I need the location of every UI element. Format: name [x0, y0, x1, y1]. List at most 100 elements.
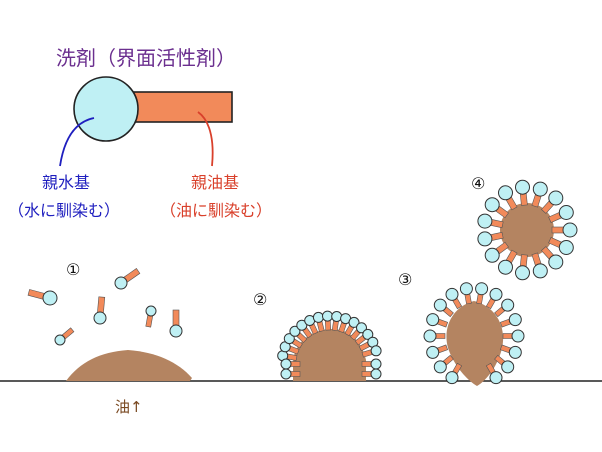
molecule-head [42, 290, 58, 306]
lifting-molecule [459, 282, 473, 305]
molecule-head [433, 360, 447, 374]
dome-molecule [350, 322, 367, 341]
lifting-molecule [433, 298, 454, 318]
molecule-head [169, 324, 183, 338]
dome-molecule [279, 341, 300, 355]
molecule-head [280, 368, 292, 380]
molecule-head [54, 334, 66, 346]
dome-molecule [361, 358, 382, 370]
free-molecule [93, 296, 107, 325]
molecule-head [348, 316, 360, 328]
hydrophilic-label: 親水基 [42, 173, 91, 192]
molecule-tail [551, 226, 565, 234]
molecule-head [532, 263, 548, 279]
molecule-tail [97, 296, 106, 314]
molecule-head [477, 231, 493, 247]
molecule-head [562, 222, 578, 238]
dome-molecule [280, 358, 301, 370]
micelle-molecule [484, 241, 509, 263]
lifting-molecule [426, 313, 449, 328]
lifting-molecule [445, 287, 463, 310]
molecule-head [508, 313, 522, 327]
micelle-molecule [548, 205, 574, 223]
molecule-head [114, 276, 128, 290]
lifting-molecule [423, 329, 446, 343]
molecule-head [322, 310, 333, 322]
micelle-molecule [531, 252, 548, 279]
dome-molecule [283, 333, 303, 349]
step-1-marker: ① [66, 260, 81, 279]
molecule-head [426, 313, 440, 327]
molecule-head [484, 197, 500, 213]
dome-molecule [354, 328, 374, 346]
molecule-head [289, 325, 301, 337]
molecule-head [508, 345, 522, 359]
lifting-molecule [499, 344, 522, 359]
molecule-head [370, 368, 382, 380]
lifting-molecule [426, 344, 449, 359]
molecule-head [312, 311, 324, 323]
molecule-head [283, 333, 295, 345]
lifting-molecule [475, 282, 489, 305]
free-molecule [114, 268, 141, 290]
molecule-head [331, 311, 343, 322]
molecule-head [93, 311, 107, 325]
molecule-head [558, 205, 574, 220]
micelle-molecule [477, 213, 504, 229]
molecule-head [426, 345, 440, 359]
title: 洗剤（界面活性剤） [56, 46, 236, 70]
molecule-head [423, 329, 437, 343]
molecule-head [511, 329, 525, 343]
free-molecule [27, 289, 58, 306]
molecule-head [548, 190, 564, 206]
lifting-molecule [485, 362, 503, 385]
dome-molecule [344, 316, 360, 337]
step-4-marker: ④ [471, 174, 486, 193]
lifting-molecule [485, 287, 503, 310]
lifting-molecule [494, 354, 515, 374]
micelle-molecule [548, 237, 574, 255]
dome-molecule [361, 368, 382, 380]
hydrophilic-note: （水に馴染む） [8, 201, 121, 220]
lifting-molecule [502, 329, 525, 343]
micelle-molecule [477, 231, 504, 247]
molecule-head [356, 322, 367, 334]
molecule-head [498, 185, 513, 201]
molecule-head [145, 305, 157, 317]
dome-molecule [280, 368, 301, 380]
lipophilic-pointer [197, 111, 214, 167]
molecule-head [532, 181, 548, 197]
micelle-molecule [531, 181, 548, 208]
molecule-head [484, 247, 500, 263]
molecule-head [558, 240, 574, 255]
hydrophilic-head [73, 76, 139, 142]
dome-molecule [361, 345, 382, 358]
step-2-marker: ② [253, 290, 268, 309]
hydrophilic-pointer [59, 117, 95, 167]
lifting-molecule [433, 354, 454, 374]
micelle-molecule [515, 254, 530, 281]
surfactant-molecules [27, 179, 578, 385]
molecule-head [475, 282, 489, 296]
oil-drop-2 [293, 328, 366, 381]
molecule-head [280, 358, 292, 370]
molecule-head [548, 254, 564, 270]
step-3-marker: ③ [398, 270, 413, 289]
molecule-head [515, 179, 530, 195]
micelle-molecule [484, 197, 509, 219]
molecule-head [370, 358, 382, 370]
lipophilic-label: 親油基 [191, 173, 240, 192]
micelle-molecule [551, 222, 578, 238]
molecule-head [445, 287, 459, 301]
oil-label: 油↑ [115, 398, 143, 416]
oil-drop-1 [66, 350, 192, 381]
surfactant-model [59, 76, 233, 167]
molecule-head [362, 328, 374, 340]
molecule-head [501, 298, 515, 312]
molecule-tail [519, 192, 528, 206]
dome-molecule [289, 325, 308, 344]
molecule-tail [27, 289, 46, 300]
micelle-molecule [541, 246, 564, 270]
lipophilic-tail [127, 91, 233, 123]
